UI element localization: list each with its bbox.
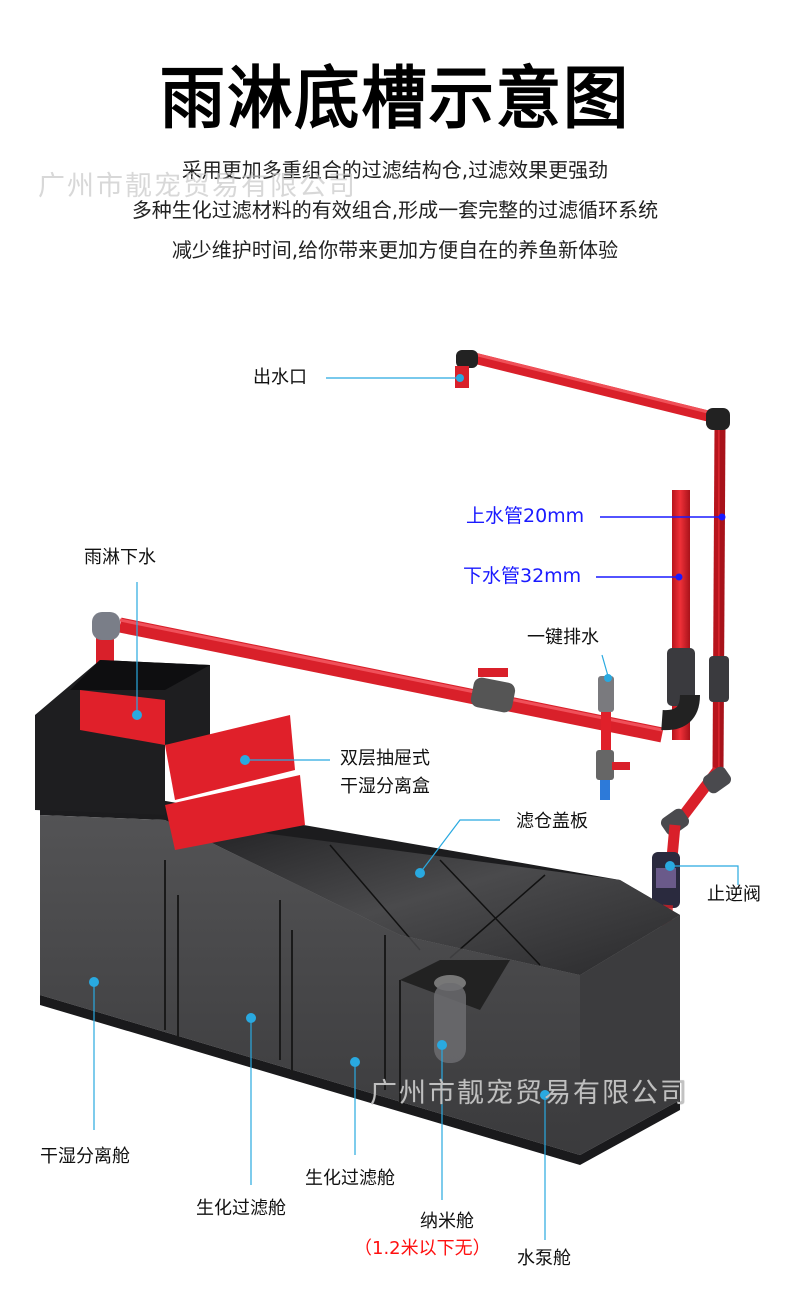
leader-dot (246, 1013, 256, 1023)
label-nano-chamber: 纳米舱 (420, 1211, 474, 1232)
label-check-valve: 止逆阀 (707, 884, 761, 905)
leader-dots (89, 374, 675, 1100)
label-cover-plate: 滤仓盖板 (516, 811, 588, 832)
leader-dot (132, 710, 142, 720)
label-drawer-box-2: 干湿分离盒 (340, 776, 430, 797)
leader-dot (240, 755, 250, 765)
drawer-lower (165, 775, 305, 850)
label-inlet-pipe: 上水管20mm (466, 505, 585, 527)
label-drawer-box-1: 双层抽屉式 (340, 748, 430, 769)
subtitle-line-3: 减少维护时间,给你带来更加方便自在的养鱼新体验 (171, 238, 619, 262)
ball-valve (470, 677, 516, 713)
label-pump-chamber: 水泵舱 (517, 1248, 571, 1269)
label-one-key-drain: 一键排水 (527, 627, 599, 648)
valve-handle (478, 668, 508, 677)
leader-dot (675, 573, 683, 581)
page-title: 雨淋底槽示意图 (159, 60, 631, 139)
elbow-fitting (706, 408, 730, 430)
leader-dot (456, 374, 464, 382)
filter-cover-plate (165, 820, 680, 975)
sump-tank (35, 660, 680, 1165)
leader-dot (415, 868, 425, 878)
label-nano-note: （1.2米以下无） (354, 1238, 491, 1259)
label-rain-drain: 雨淋下水 (84, 547, 156, 568)
watermark-bottom: 广州市靓宠贸易有限公司 (370, 1078, 689, 1109)
leader-dot (604, 674, 612, 682)
label-dry-wet-chamber: 干湿分离舱 (40, 1146, 130, 1167)
leader-dot (350, 1057, 360, 1067)
label-drain-pipe: 下水管32mm (463, 565, 582, 587)
elbow-fitting (92, 612, 120, 640)
leader-dot (718, 513, 726, 521)
union-fitting (709, 656, 729, 702)
leader-dot (89, 977, 99, 987)
leader-dot (665, 861, 675, 871)
rain-spray-bar (80, 690, 165, 745)
pipe-leader-lines (596, 516, 722, 578)
leader-lines (93, 377, 739, 1240)
label-bio-chamber-1: 生化过滤舱 (196, 1198, 286, 1219)
nano-filter-sock (434, 983, 466, 1063)
leader-dot (437, 1040, 447, 1050)
label-bio-chamber-2: 生化过滤舱 (305, 1168, 395, 1189)
subtitle-line-1: 采用更加多重组合的过滤结构仓,过滤效果更强劲 (181, 158, 609, 182)
elbow-fitting (456, 350, 478, 368)
one-key-drain-valve (596, 676, 630, 800)
leader-dot (540, 1090, 550, 1100)
subtitle-line-2: 多种生化过滤材料的有效组合,形成一套完整的过滤循环系统 (131, 198, 659, 222)
label-outlet: 出水口 (253, 367, 307, 388)
drain-pipe (92, 490, 700, 743)
union-fitting (667, 648, 695, 706)
watermark-top: 广州市靓宠贸易有限公司 (38, 171, 357, 202)
drawer-upper (165, 715, 295, 800)
